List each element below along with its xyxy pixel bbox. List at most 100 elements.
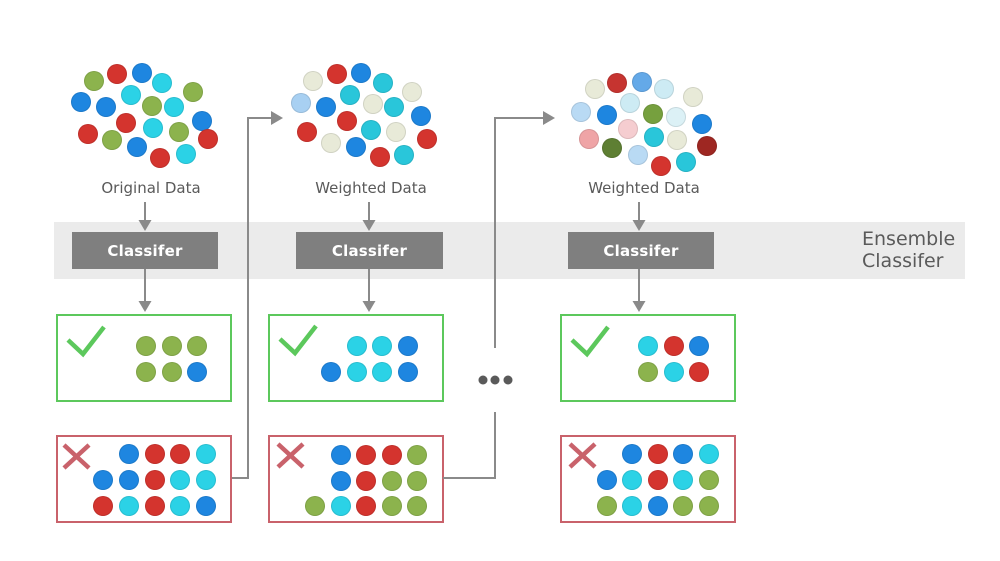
cluster-2-dot xyxy=(384,97,404,117)
rejected-2-dot xyxy=(356,496,376,516)
accepted-2-dot xyxy=(372,362,392,382)
cluster-2-dot xyxy=(316,97,336,117)
rejected-2-dot xyxy=(407,471,427,491)
accepted-1-dot xyxy=(162,336,182,356)
accepted-2-dot xyxy=(398,336,418,356)
rejected-2-dot xyxy=(382,445,402,465)
accepted-3-dot xyxy=(689,362,709,382)
accepted-1-dot xyxy=(162,362,182,382)
rejected-3-dot xyxy=(597,496,617,516)
cluster-1-dot xyxy=(150,148,170,168)
cluster-label-original-data: Original Data xyxy=(101,179,201,197)
classifier-label-1: Classifer xyxy=(107,241,183,260)
cluster-2-dot xyxy=(340,85,360,105)
ellipsis-dot-0 xyxy=(478,375,488,385)
cluster-3-dot xyxy=(654,79,674,99)
cluster-2-dot xyxy=(394,145,414,165)
ellipsis-dot-2 xyxy=(503,375,513,385)
rejected-2-dot xyxy=(331,445,351,465)
rejected-3-dot xyxy=(648,470,668,490)
cluster-1-dot xyxy=(169,122,189,142)
rejected-2-dot xyxy=(305,496,325,516)
cluster-3-dot xyxy=(628,145,648,165)
rejected-3-dot xyxy=(622,496,642,516)
rejected-3-dot xyxy=(622,444,642,464)
cluster-1-dot xyxy=(71,92,91,112)
rejected-3-dot xyxy=(673,470,693,490)
cluster-1-dot xyxy=(152,73,172,93)
cluster-1-dot xyxy=(96,97,116,117)
accepted-2-dot xyxy=(372,336,392,356)
accepted-2-dot xyxy=(321,362,341,382)
rejected-2-dot xyxy=(407,496,427,516)
accepted-3-dot xyxy=(638,362,658,382)
flow-arrowhead-icon-3 xyxy=(362,301,376,312)
cluster-2-dot xyxy=(411,106,431,126)
cluster-3-dot xyxy=(618,119,638,139)
flow-arrowhead-icon-5 xyxy=(632,301,646,312)
cluster-1-dot xyxy=(142,96,162,116)
cluster-1-dot xyxy=(127,137,147,157)
accepted-2-dot xyxy=(398,362,418,382)
rejected-1-dot xyxy=(93,470,113,490)
rejected-1-dot xyxy=(93,496,113,516)
cluster-2-dot xyxy=(363,94,383,114)
cluster-1-dot xyxy=(116,113,136,133)
accepted-1-dot xyxy=(136,362,156,382)
ensemble-label-line1: Ensemble xyxy=(862,228,956,250)
rejected-1-dot xyxy=(170,470,190,490)
rejected-1-dot xyxy=(145,444,165,464)
rejected-2-dot xyxy=(356,471,376,491)
cluster-3-dot xyxy=(683,87,703,107)
cluster-2-dot xyxy=(321,133,341,153)
accepted-2-dot xyxy=(347,336,367,356)
rejected-1-dot xyxy=(119,444,139,464)
cluster-3-dot xyxy=(667,130,687,150)
cluster-3-dot xyxy=(644,127,664,147)
connector-line-0 xyxy=(232,117,271,479)
cluster-3-dot xyxy=(632,72,652,92)
cluster-2-dot xyxy=(297,122,317,142)
cluster-1-dot xyxy=(143,118,163,138)
rejected-1-dot xyxy=(196,496,216,516)
rejected-1-dot xyxy=(196,470,216,490)
cluster-3-dot xyxy=(602,138,622,158)
cluster-2-dot xyxy=(361,120,381,140)
rejected-3-dot xyxy=(648,496,668,516)
rejected-2-dot xyxy=(382,471,402,491)
accepted-1-dot xyxy=(187,336,207,356)
cluster-1-dot xyxy=(78,124,98,144)
connector-arrowhead-icon-0 xyxy=(271,111,283,125)
rejected-2-dot xyxy=(331,496,351,516)
rejected-3-dot xyxy=(597,470,617,490)
rejected-1-dot xyxy=(119,470,139,490)
cluster-2-dot xyxy=(346,137,366,157)
rejected-2-dot xyxy=(356,445,376,465)
accepted-box-3 xyxy=(560,314,736,402)
rejected-1-dot xyxy=(145,496,165,516)
cluster-1-dot xyxy=(192,111,212,131)
cluster-1-dot xyxy=(84,71,104,91)
cluster-2-dot xyxy=(337,111,357,131)
cluster-2-dot xyxy=(327,64,347,84)
accepted-2-dot xyxy=(347,362,367,382)
cluster-2-dot xyxy=(373,73,393,93)
rejected-1-dot xyxy=(170,444,190,464)
cluster-3-dot xyxy=(692,114,712,134)
rejected-1-dot xyxy=(170,496,190,516)
rejected-3-dot xyxy=(699,470,719,490)
accepted-1-dot xyxy=(187,362,207,382)
cluster-1-dot xyxy=(102,130,122,150)
cluster-1-dot xyxy=(198,129,218,149)
rejected-3-dot xyxy=(699,444,719,464)
classifier-box-3: Classifer xyxy=(568,232,714,269)
ellipsis-dot-1 xyxy=(490,375,500,385)
accepted-3-dot xyxy=(664,362,684,382)
rejected-3-dot xyxy=(699,496,719,516)
rejected-2-dot xyxy=(331,471,351,491)
cluster-1-dot xyxy=(176,144,196,164)
accepted-1-dot xyxy=(136,336,156,356)
cluster-1-dot xyxy=(164,97,184,117)
rejected-3-dot xyxy=(673,496,693,516)
